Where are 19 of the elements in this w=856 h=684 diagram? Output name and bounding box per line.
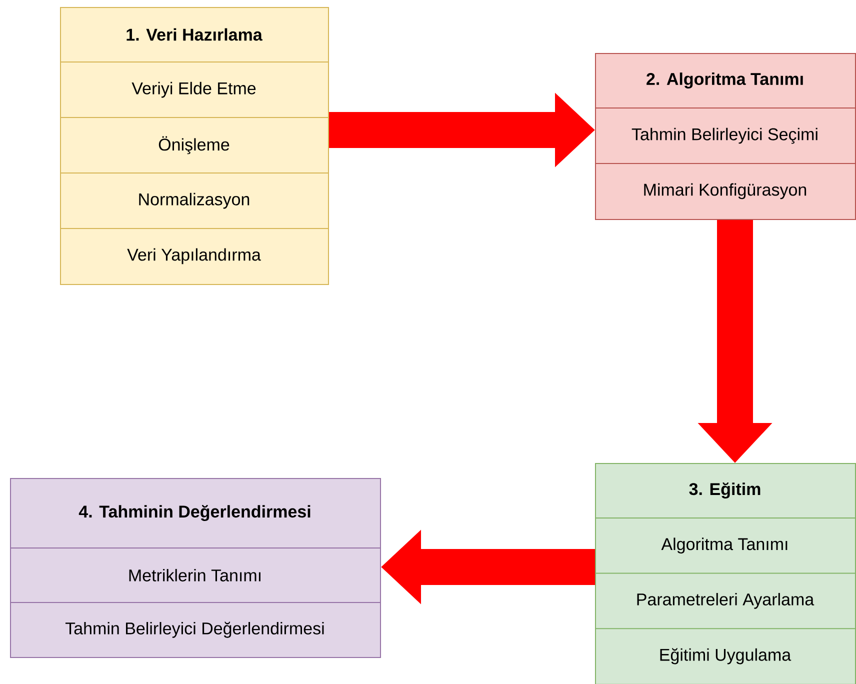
table-box <box>594 463 856 684</box>
table-box <box>594 53 856 220</box>
list-item: Eğitimi Uygulama <box>660 648 792 664</box>
list-item: Mimari Konfigürasyon <box>644 183 806 200</box>
header-text: 2. Algoritma Tanımı <box>646 72 803 88</box>
list-item: Veriyi Elde Etme <box>132 82 256 98</box>
list-item: Veri Yapılandırma <box>127 248 261 264</box>
list-item: Tahmin Belirleyici Seçimi <box>632 128 818 144</box>
table-box <box>10 478 381 658</box>
list-item: Parametreleri Ayarlama <box>637 592 814 609</box>
header-text: 3. Eğitim <box>689 482 760 499</box>
list-item: Tahmin Belirleyici Değerlendirmesi <box>65 622 324 638</box>
list-item: Metriklerin Tanımı <box>129 568 260 582</box>
list-item: Algoritma Tanımı <box>661 538 788 554</box>
table-box <box>60 7 329 285</box>
header-text: 1. Veri Hazırlama <box>126 28 262 41</box>
list-item: Normalizasyon <box>139 192 250 209</box>
list-item: Önişleme <box>158 136 230 154</box>
header-text: 4. Tahminin Değerlendirmesi <box>78 504 310 522</box>
